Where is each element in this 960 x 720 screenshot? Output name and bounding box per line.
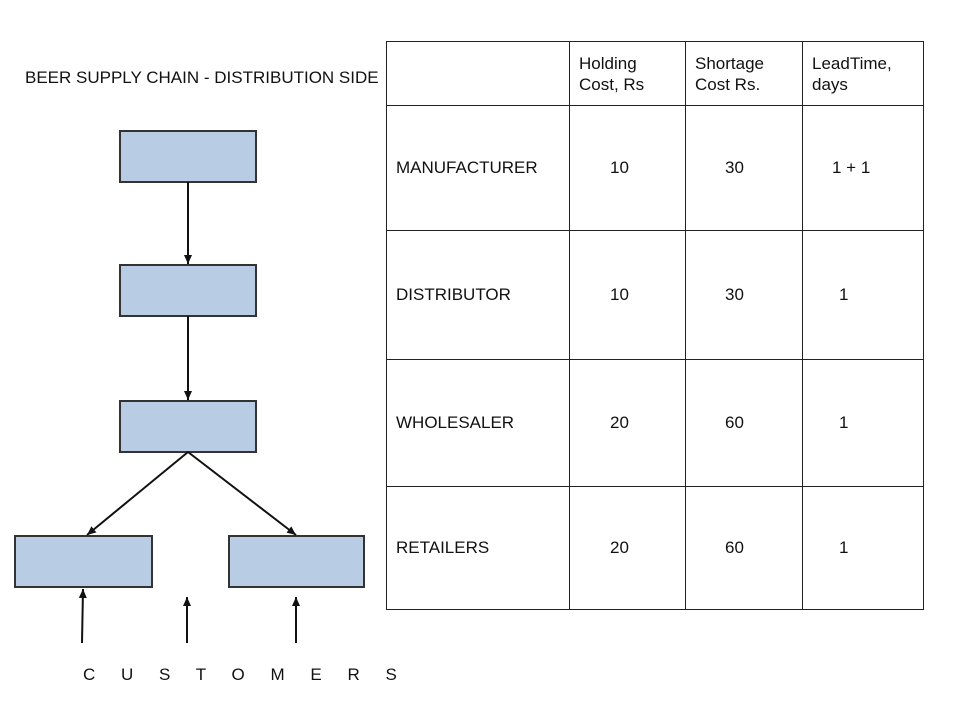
- holding-cost-cell: 20: [569, 486, 686, 610]
- holding-cost-cell: 10: [569, 230, 686, 360]
- retailer-box-left: [14, 535, 153, 588]
- row-label-manufacturer: MANUFACTURER: [386, 105, 570, 231]
- header-lead-time: LeadTime, days: [802, 41, 924, 106]
- table-row: DISTRIBUTOR 10 30 1: [386, 230, 924, 360]
- holding-cost-cell: 20: [569, 359, 686, 487]
- customers-label: C U S T O M E R S: [83, 665, 408, 684]
- retailer-box-right: [228, 535, 365, 588]
- table-header-row: Holding Cost, Rs Shortage Cost Rs. LeadT…: [386, 41, 924, 106]
- header-holding-cost: Holding Cost, Rs: [569, 41, 686, 106]
- cost-table: Holding Cost, Rs Shortage Cost Rs. LeadT…: [386, 41, 924, 610]
- lead-time-cell: 1: [802, 230, 924, 360]
- shortage-cost-cell: 60: [685, 486, 803, 610]
- lead-time-cell: 1: [802, 486, 924, 610]
- arrow-wholesaler-to-retailer-right: [187, 451, 297, 536]
- diagram-title: BEER SUPPLY CHAIN - DISTRIBUTION SIDE: [25, 68, 379, 87]
- shortage-cost-cell: 30: [685, 230, 803, 360]
- table-row: WHOLESALER 20 60 1: [386, 359, 924, 487]
- header-shortage-cost: Shortage Cost Rs.: [685, 41, 803, 106]
- shortage-cost-cell: 60: [685, 359, 803, 487]
- row-label-wholesaler: WHOLESALER: [386, 359, 570, 487]
- holding-cost-cell: 10: [569, 105, 686, 231]
- shortage-cost-cell: 30: [685, 105, 803, 231]
- customer-arrow-left: [78, 588, 87, 644]
- lead-time-cell: 1: [802, 359, 924, 487]
- supply-chain-flowchart: [14, 130, 365, 644]
- arrow-wholesaler-to-retailer-left: [86, 451, 189, 536]
- header-cell-empty: [386, 41, 570, 106]
- distributor-box: [119, 264, 257, 317]
- table-row: MANUFACTURER 10 30 1 + 1: [386, 105, 924, 231]
- table-row: RETAILERS 20 60 1: [386, 486, 924, 610]
- lead-time-cell: 1 + 1: [802, 105, 924, 231]
- row-label-distributor: DISTRIBUTOR: [386, 230, 570, 360]
- manufacturer-box: [119, 130, 257, 183]
- wholesaler-box: [119, 400, 257, 453]
- row-label-retailers: RETAILERS: [386, 486, 570, 610]
